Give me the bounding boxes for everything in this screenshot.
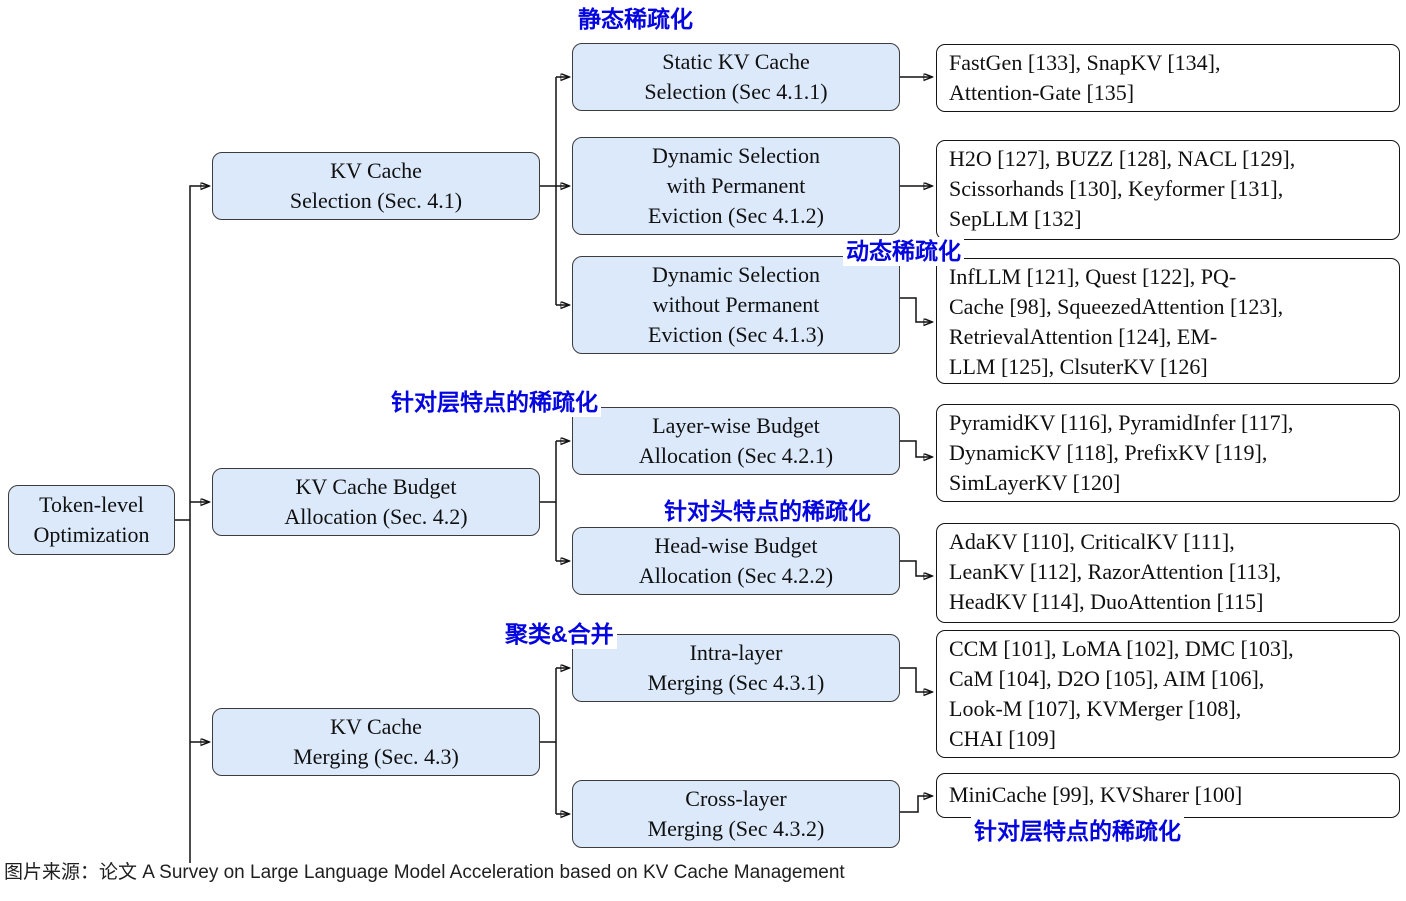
trunk-line <box>189 186 209 863</box>
kv-cache-merging-node: KV Cache Merging (Sec. 4.3) <box>212 708 540 776</box>
intra-layer-papers-leaf: CCM [101], LoMA [102], DMC [103], CaM [1… <box>936 630 1400 758</box>
dynamic-selection-with-permanent-eviction-node: Dynamic Selection with Permanent Evictio… <box>572 137 900 235</box>
static-kv-cache-selection-node: Static KV Cache Selection (Sec 4.1.1) <box>572 43 900 111</box>
layer-wise-budget-allocation-node: Layer-wise Budget Allocation (Sec 4.2.1) <box>572 407 900 475</box>
image-source-caption: 图片来源：论文 A Survey on Large Language Model… <box>4 862 845 883</box>
intra-layer-merging-node: Intra-layer Merging (Sec 4.3.1) <box>572 634 900 702</box>
annotation-cluster-and-merge: 聚类&合并 <box>502 620 617 649</box>
head-wise-budget-allocation-node: Head-wise Budget Allocation (Sec 4.2.2) <box>572 527 900 595</box>
dynamic-selection-without-permanent-eviction-node: Dynamic Selection without Permanent Evic… <box>572 256 900 354</box>
permanent-eviction-papers-leaf: H2O [127], BUZZ [128], NACL [129], Sciss… <box>936 140 1400 240</box>
cross-layer-papers-leaf: MiniCache [99], KVSharer [100] <box>936 773 1400 818</box>
layer-wise-papers-leaf: PyramidKV [116], PyramidInfer [117], Dyn… <box>936 404 1400 502</box>
kv-cache-budget-allocation-node: KV Cache Budget Allocation (Sec. 4.2) <box>212 468 540 536</box>
annotation-head-wise-sparsification: 针对头特点的稀疏化 <box>661 497 874 526</box>
annotation-layer-wise-sparsification: 针对层特点的稀疏化 <box>388 388 601 417</box>
cross-layer-merging-node: Cross-layer Merging (Sec 4.3.2) <box>572 780 900 848</box>
annotation-dynamic-sparsification: 动态稀疏化 <box>843 237 964 266</box>
non-permanent-eviction-papers-leaf: InfLLM [121], Quest [122], PQ- Cache [98… <box>936 258 1400 384</box>
kv-cache-selection-node: KV Cache Selection (Sec. 4.1) <box>212 152 540 220</box>
token-level-optimization-node: Token-level Optimization <box>8 485 175 555</box>
head-wise-papers-leaf: AdaKV [110], CriticalKV [111], LeanKV [1… <box>936 523 1400 623</box>
annotation-static-sparsification: 静态稀疏化 <box>575 5 696 34</box>
static-selection-papers-leaf: FastGen [133], SnapKV [134], Attention-G… <box>936 44 1400 112</box>
annotation-layer-wise-sparsification-bottom: 针对层特点的稀疏化 <box>971 817 1184 846</box>
